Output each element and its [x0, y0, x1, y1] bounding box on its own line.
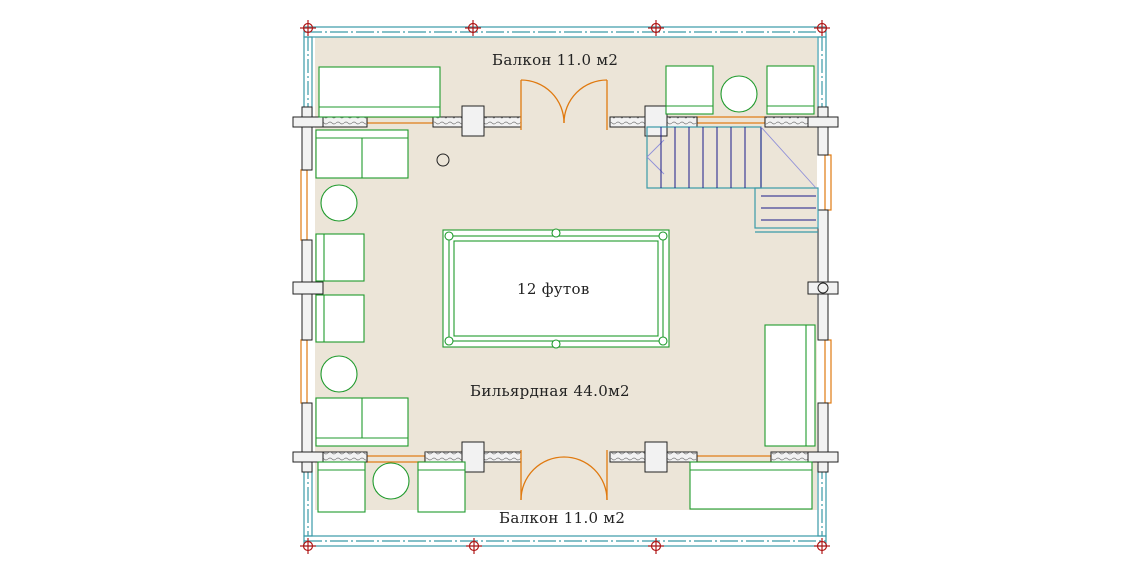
axis-marker [648, 538, 664, 554]
door-bottom [520, 450, 608, 501]
side-table [320, 184, 358, 222]
sofa [318, 66, 441, 118]
axis-marker [300, 20, 316, 36]
side-table [372, 462, 410, 500]
staircase [646, 126, 819, 233]
sofa [689, 461, 813, 510]
furniture [315, 65, 829, 513]
table-size-label: 12 футов [517, 280, 590, 298]
billiard-table [442, 228, 670, 349]
armchair [315, 233, 365, 282]
armchair [665, 65, 714, 115]
walls [292, 105, 839, 473]
axis-marker [814, 538, 830, 554]
side-table [320, 355, 358, 393]
armchair [766, 65, 815, 115]
column-marker [817, 282, 829, 294]
armchair [315, 294, 365, 343]
column-marker [436, 153, 450, 167]
balcony-railing [303, 26, 827, 547]
axis-marker [466, 538, 482, 554]
axis-marker [648, 20, 664, 36]
door-top [520, 79, 608, 130]
axis-marker [300, 538, 316, 554]
sofa [764, 324, 816, 447]
balcony-bottom-label: Балкон 11.0 м2 [499, 509, 626, 527]
axis-marker [465, 20, 481, 36]
billiard-room-label: Бильярдная 44.0м2 [470, 382, 630, 400]
axis-markers [300, 20, 830, 554]
axis-marker [814, 20, 830, 36]
balcony-top-label: Балкон 11.0 м2 [492, 51, 619, 69]
side-table [720, 75, 758, 113]
